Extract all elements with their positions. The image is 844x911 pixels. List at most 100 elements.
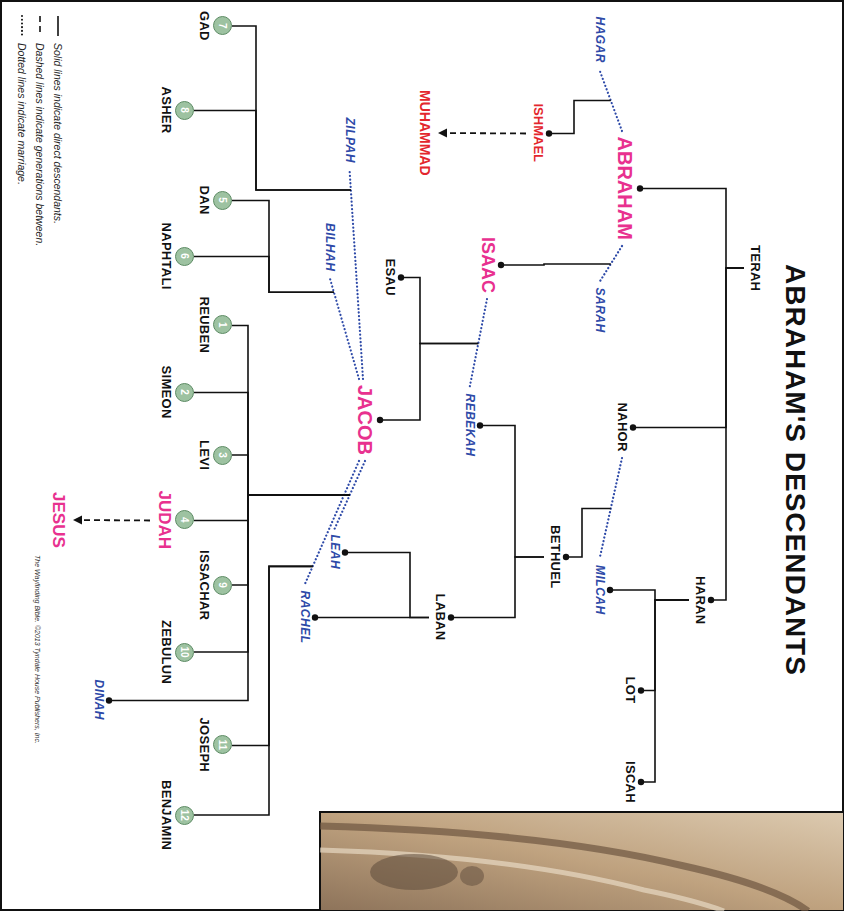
solid-line	[194, 566, 313, 815]
wife-name: BILHAH	[320, 219, 339, 275]
descent-line	[546, 101, 611, 137]
descent-line	[377, 344, 478, 424]
wife-name: ZILPAH	[340, 114, 359, 167]
solid-line	[641, 600, 689, 691]
arrowhead	[73, 516, 82, 525]
descent-line	[637, 185, 744, 268]
descent-line	[708, 268, 744, 603]
generations-arrow	[73, 516, 150, 525]
person-name-text: NAPHTALI	[159, 223, 173, 290]
descent-line	[232, 26, 351, 190]
descent-line	[232, 566, 313, 745]
person-name-text: LEAH	[328, 535, 341, 570]
solid-line	[549, 101, 611, 134]
key-person-name: JACOB	[351, 381, 379, 459]
person-name-text: ZEBULUN	[159, 620, 173, 684]
descent-line	[232, 495, 350, 585]
person-name-text: JESUS	[49, 492, 68, 548]
wife-name: DINAH	[89, 676, 108, 725]
person-name-text: JOSEPH	[197, 718, 211, 773]
son-node: 4JUDAH	[152, 487, 194, 554]
solid-line	[232, 201, 334, 293]
child-dot	[498, 262, 504, 268]
child-dot	[477, 422, 483, 428]
key-person-name: ISAAC	[474, 233, 500, 297]
wife-name: RACHEL	[295, 587, 314, 648]
descent-line	[448, 557, 544, 621]
legend-row: Dashed lines indicate generations betwee…	[34, 15, 46, 246]
solid-line	[451, 557, 544, 618]
wife-name: REBEKAH	[460, 390, 479, 461]
person-name-text: DINAH	[92, 680, 105, 721]
solid-line	[640, 189, 744, 269]
descent-line	[232, 326, 350, 496]
person-name: NAHOR	[612, 399, 632, 456]
solid-line	[194, 257, 334, 293]
child-dot	[563, 554, 569, 560]
person-name-text: ISHMAEL	[531, 104, 545, 163]
person-name-text: BENJAMIN	[159, 780, 173, 850]
child-dot	[638, 779, 644, 785]
son-node: 1REUBEN	[195, 293, 232, 358]
legend-line	[57, 16, 59, 36]
marriage-dotted-line	[350, 169, 364, 379]
son-number-circle: 8	[175, 101, 194, 120]
person-name-text: ASHER	[159, 87, 173, 134]
son-number-circle: 10	[175, 643, 194, 662]
person-name-text: BETHUEL	[548, 525, 562, 589]
credit-note: The Wayfinding Bible. ©2013 Tyndale Hous…	[35, 555, 42, 744]
solid-line	[566, 509, 611, 558]
wife-name: MILCAH	[590, 561, 609, 619]
wife-name: HAGAR	[590, 13, 609, 68]
solid-line	[109, 495, 350, 701]
person-name-text: ISSACHAR	[197, 550, 211, 620]
child-dot	[106, 697, 112, 703]
descent-line	[194, 566, 313, 815]
descent-line	[312, 614, 429, 620]
descent-line	[194, 495, 350, 652]
person-name-text: RACHEL	[298, 591, 311, 644]
person-name-text: ESAU	[383, 259, 397, 296]
solid-line	[194, 495, 350, 652]
descent-line	[106, 495, 350, 704]
person-name-text: DAN	[197, 186, 211, 215]
person-name-text: GAD	[197, 11, 211, 41]
legend-text: Dotted lines indicate marriage.	[16, 43, 28, 185]
descent-line	[638, 600, 689, 785]
son-node: 10ZEBULUN	[157, 616, 194, 688]
solid-line	[194, 393, 350, 496]
photo-illustration	[320, 812, 844, 911]
solid-line	[194, 111, 351, 191]
child-dot	[546, 130, 552, 136]
person-name-text: SARAH	[593, 288, 606, 333]
child-dot	[377, 417, 383, 423]
son-number-circle: 5	[213, 191, 232, 210]
descent-line	[194, 257, 334, 293]
son-number-circle: 4	[175, 510, 194, 529]
person-name-text: LOT	[623, 677, 637, 704]
person-name: ESAU	[380, 255, 400, 300]
person-name-text: MILCAH	[593, 565, 606, 615]
son-node: 7GAD	[195, 7, 232, 45]
son-number-circle: 3	[213, 446, 232, 465]
person-name: TERAH	[745, 241, 765, 295]
child-dot	[638, 687, 644, 693]
solid-line	[232, 566, 313, 745]
photo-arch	[320, 826, 808, 911]
child-dot	[607, 587, 613, 593]
person-name-text: MUHAMMAD	[417, 90, 432, 176]
child-dot	[630, 424, 636, 430]
solid-line	[315, 617, 429, 619]
person-name: HARAN	[690, 572, 710, 628]
wife-name: LEAH	[325, 531, 344, 574]
son-node: 9ISSACHAR	[195, 546, 232, 624]
descent-line	[398, 274, 478, 343]
child-dot	[637, 185, 643, 191]
legend-line	[21, 16, 23, 36]
solid-line	[711, 268, 744, 600]
person-name-text: JACOB	[354, 385, 376, 455]
solid-line	[501, 264, 611, 265]
solid-line	[232, 26, 351, 190]
son-node: 12BENJAMIN	[157, 776, 194, 854]
person-name-text: HAGAR	[593, 17, 606, 64]
